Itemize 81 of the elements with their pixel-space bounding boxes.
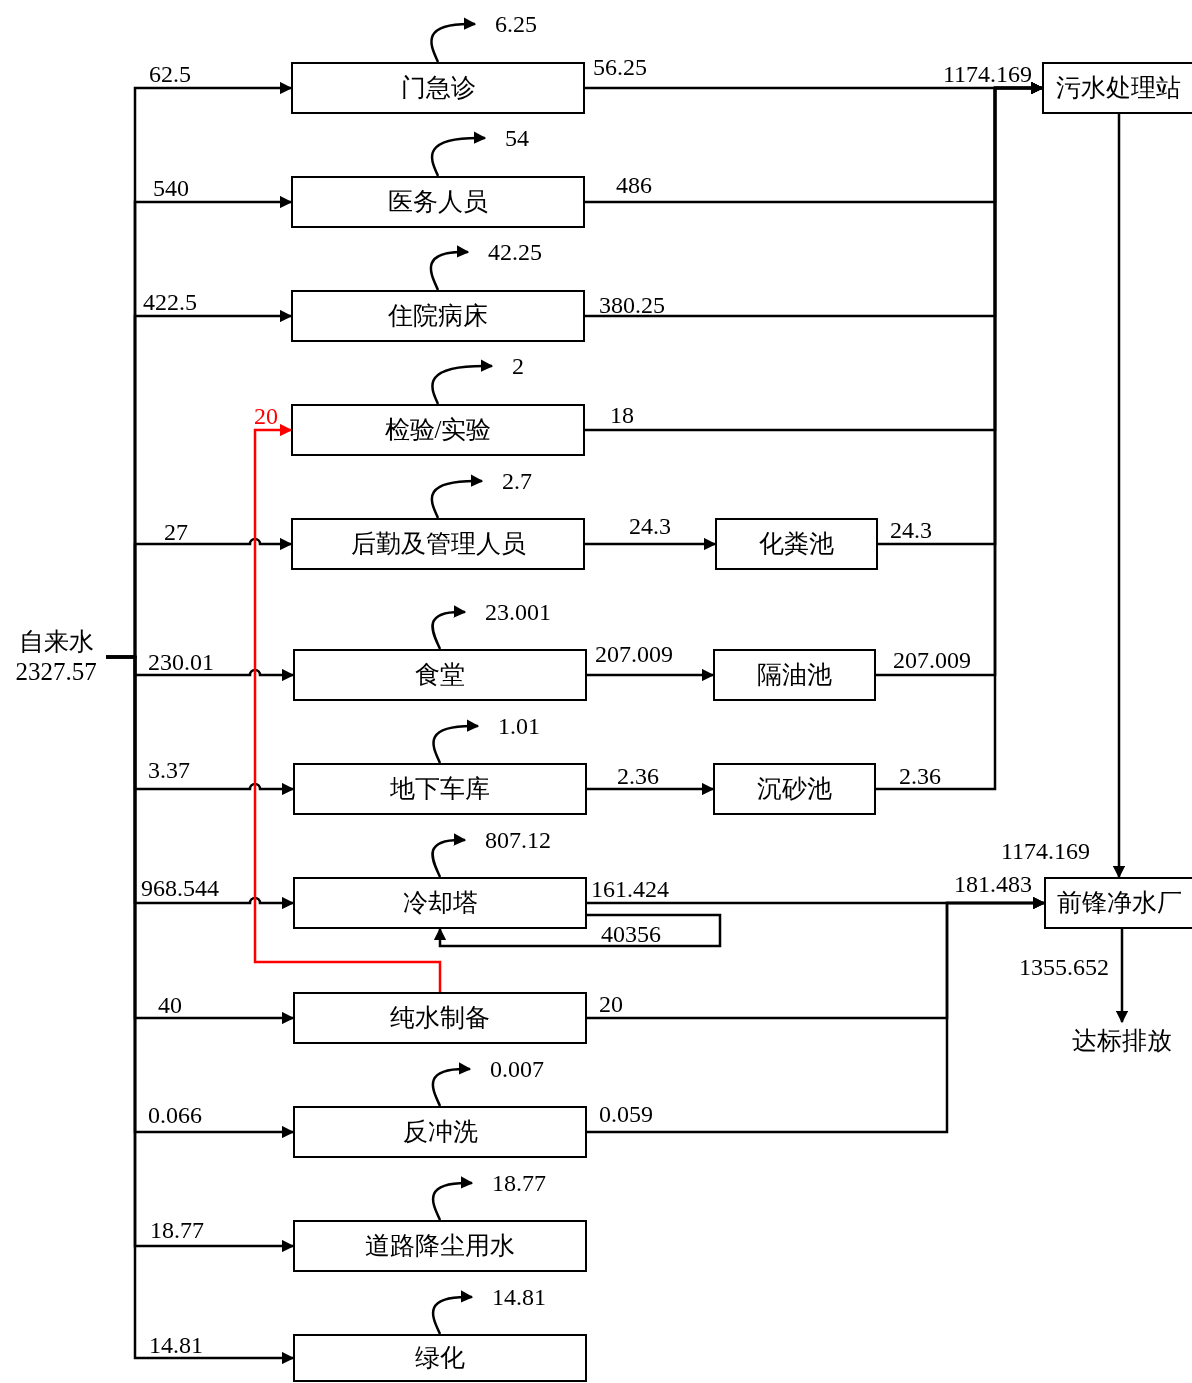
- edge-label: 207.009: [594, 642, 674, 666]
- flow-value: 6.25: [495, 9, 537, 39]
- arrow: [430, 131, 487, 177]
- flow-value: 42.25: [488, 237, 542, 267]
- arrow: [1112, 114, 1126, 879]
- process-box: 地下车库: [293, 763, 587, 815]
- arrow: [429, 245, 470, 291]
- arrow: [585, 537, 717, 551]
- flow-value: 1.01: [498, 711, 540, 741]
- flow-value: 54: [505, 123, 529, 153]
- arrow: [587, 896, 1046, 1134]
- edge-label: 1355.652: [1018, 955, 1110, 979]
- edge-label: 2.36: [898, 764, 942, 788]
- edge-label: 20: [598, 992, 624, 1016]
- edge-label: 540: [152, 176, 190, 200]
- edge-label: 422.5: [142, 290, 198, 314]
- process-box: 道路降尘用水: [293, 1220, 587, 1272]
- edge-label: 0.059: [598, 1102, 654, 1126]
- flow-value: 23.001: [485, 597, 551, 627]
- arrow: [431, 833, 467, 878]
- edge-label: 230.01: [147, 650, 215, 674]
- process-box: 化粪池: [715, 518, 878, 570]
- node-text: 自来水: [18, 627, 94, 657]
- edge-label: 18: [609, 403, 635, 427]
- process-box: 前锋净水厂: [1044, 877, 1192, 929]
- edge-label: 18.77: [149, 1218, 205, 1242]
- flow-value: 2.7: [502, 466, 532, 496]
- edge-label: 27: [163, 520, 189, 544]
- edge-label: 0.066: [147, 1103, 203, 1127]
- process-box: 住院病床: [291, 290, 585, 342]
- flow-value: 14.81: [492, 1282, 546, 1312]
- process-box: 后勤及管理人员: [291, 518, 585, 570]
- edge-label: 968.544: [140, 876, 220, 900]
- flow-value: 2: [512, 351, 524, 381]
- edge-label: 62.5: [148, 62, 192, 86]
- arrow: [431, 605, 467, 650]
- process-box: 反冲洗: [293, 1106, 587, 1158]
- edge-label: 20: [253, 404, 279, 428]
- flow-value: 0.007: [490, 1054, 544, 1084]
- edge-label: 207.009: [892, 648, 972, 672]
- flow-value: 18.77: [492, 1168, 546, 1198]
- process-box: 门急诊: [291, 62, 585, 114]
- process-box: 绿化: [293, 1334, 587, 1382]
- node-text: 达标排放: [1072, 1026, 1172, 1056]
- process-box: 检验/实验: [291, 404, 585, 456]
- edge-label: 14.81: [148, 1333, 204, 1357]
- arrow: [106, 655, 295, 1365]
- process-box: 隔油池: [713, 649, 876, 701]
- edge-label: 24.3: [889, 518, 933, 542]
- edge-label: 24.3: [628, 514, 672, 538]
- arrow: [1115, 929, 1129, 1024]
- process-box: 污水处理站: [1042, 62, 1192, 114]
- arrow: [430, 474, 484, 519]
- process-box: 纯水制备: [293, 992, 587, 1044]
- edge-label: 486: [615, 173, 653, 197]
- arrow: [432, 719, 480, 764]
- flow-label: 181.483: [953, 872, 1033, 896]
- arrow: [587, 668, 715, 682]
- process-box: 冷却塔: [293, 877, 587, 929]
- flow-value: 807.12: [485, 825, 551, 855]
- arrow: [430, 17, 477, 63]
- arrow: [431, 1176, 474, 1221]
- process-box: 沉砂池: [713, 763, 876, 815]
- arrow: [431, 1062, 472, 1107]
- edge-label: 40: [157, 993, 183, 1017]
- flow-label: 1174.169: [942, 62, 1034, 86]
- edge-label: 40356: [600, 922, 662, 946]
- loop-arrow: [433, 913, 722, 948]
- node-value: 2327.57: [15, 657, 97, 687]
- edge-label: 3.37: [147, 758, 191, 782]
- process-box: 食堂: [293, 649, 587, 701]
- edge-label: 56.25: [592, 55, 648, 79]
- arrow: [431, 1290, 474, 1335]
- arrow: [253, 423, 442, 992]
- edge-label: 1174.169: [1000, 839, 1092, 863]
- edge-label: 2.36: [616, 764, 660, 788]
- edge-label: 380.25: [598, 293, 666, 317]
- arrow: [587, 782, 715, 796]
- arrow: [431, 359, 494, 405]
- process-box: 医务人员: [291, 176, 585, 228]
- edge-label: 161.424: [590, 877, 670, 901]
